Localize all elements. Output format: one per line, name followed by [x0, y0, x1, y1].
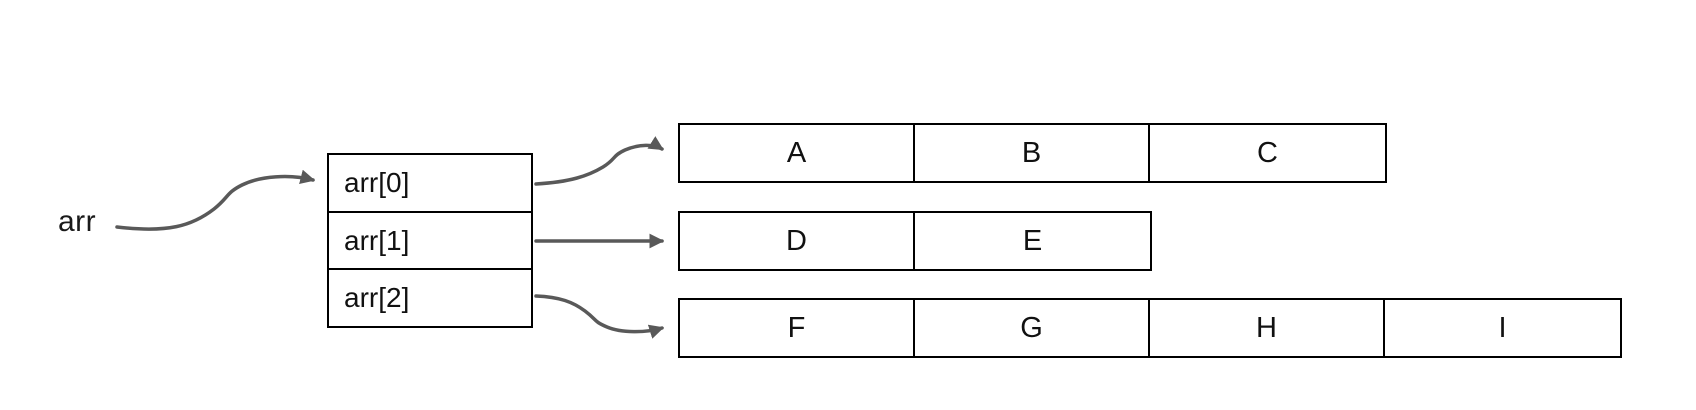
- data-cell: F: [680, 300, 915, 356]
- pointer-row-2: arr[2]: [329, 270, 531, 326]
- arrow-arr0-to-row-abc: [534, 136, 664, 186]
- data-cell: H: [1150, 300, 1385, 356]
- data-cell: E: [1022, 224, 1043, 257]
- arrow-arr-to-pointer-table: [115, 169, 316, 231]
- data-row-1: D E: [678, 211, 1152, 271]
- pointer-row-0: arr[0]: [329, 155, 531, 213]
- array-variable-label: arr: [58, 205, 97, 238]
- data-row-2: F G H I: [678, 298, 1622, 358]
- data-cell: C: [1257, 136, 1278, 169]
- pointer-row-1: arr[1]: [329, 213, 531, 271]
- pointer-row-2-label: arr[2]: [344, 282, 410, 314]
- data-cell: G: [915, 300, 1150, 356]
- data-cell: I: [1498, 311, 1507, 344]
- pointer-row-1-label: arr[1]: [344, 224, 410, 256]
- arrow-arr2-to-row-fghi: [534, 294, 665, 339]
- data-cell: D: [680, 213, 915, 269]
- data-row-0: A B C: [678, 123, 1387, 183]
- pointer-row-0-label: arr[0]: [344, 166, 410, 198]
- data-cell: A: [680, 125, 915, 181]
- pointer-array-table: arr[0] arr[1] arr[2]: [327, 153, 533, 328]
- data-cell: B: [915, 125, 1150, 181]
